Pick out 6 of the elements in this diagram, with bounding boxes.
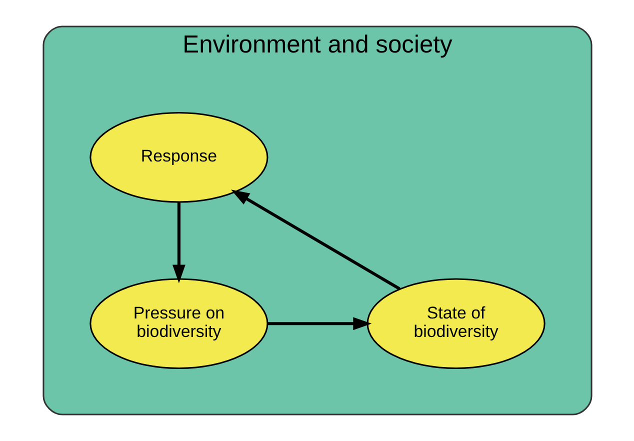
node-ellipse: Pressure on biodiversity (89, 278, 268, 370)
arrow (267, 317, 372, 330)
node-ellipse: State of biodiversity (366, 278, 545, 370)
node-ellipse: Response (89, 112, 268, 203)
arrow (172, 202, 185, 284)
arrow (230, 190, 400, 290)
